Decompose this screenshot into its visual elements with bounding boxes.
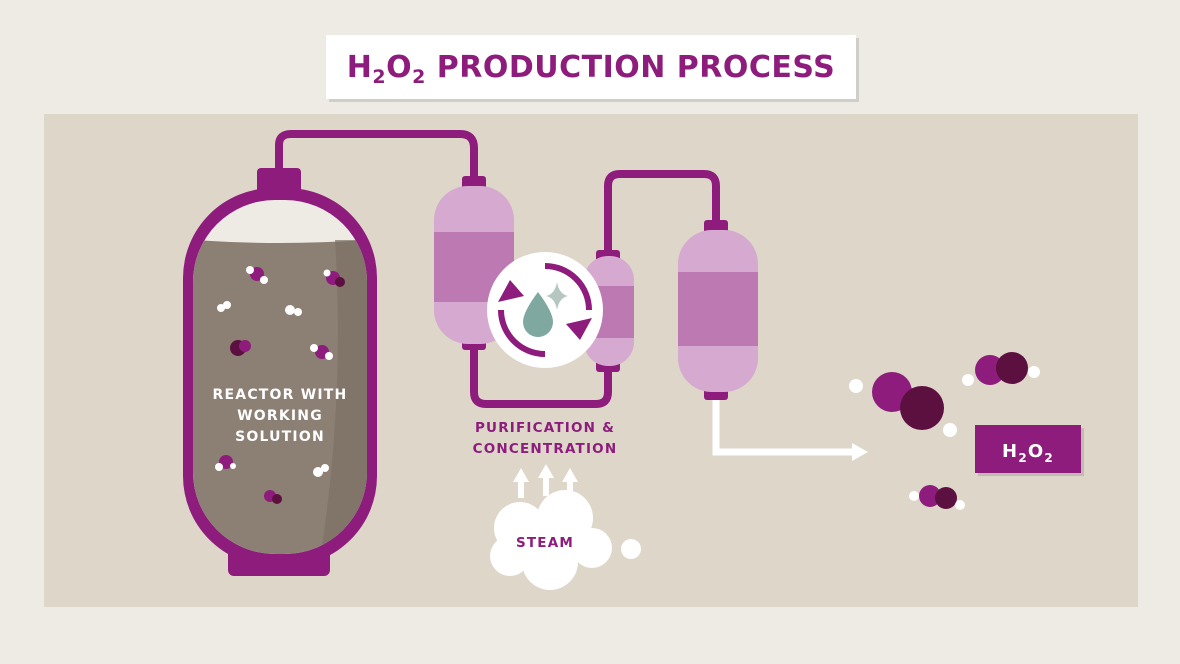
steam-cloud <box>490 464 641 590</box>
product-o: O <box>1028 441 1045 462</box>
reactor-molecules <box>215 266 345 504</box>
product-vessel <box>678 220 758 400</box>
svg-text:H2O2: H2O2 <box>1002 441 1054 465</box>
purification-label-line2: CONCENTRATION <box>473 441 618 457</box>
title-card: H2O2 PRODUCTION PROCESS <box>326 35 856 99</box>
h2o2-molecules <box>849 352 1040 510</box>
pipe-reactor-to-vessel1 <box>275 130 478 182</box>
reactor-label-line1: REACTOR WITH <box>213 387 348 403</box>
product-sub2: 2 <box>1044 451 1054 465</box>
pipe-vessel2-to-vessel3 <box>604 170 720 254</box>
purification-label-line1: PURIFICATION & <box>475 420 615 436</box>
reactor-label-line2: WORKING <box>237 408 323 424</box>
product-label-box: H2O2 <box>975 425 1084 476</box>
recycle-drop-icon <box>487 252 603 368</box>
reactor-tank <box>183 168 377 576</box>
reactor-label-line3: SOLUTION <box>235 429 325 445</box>
product-outlet-arrow <box>712 400 868 461</box>
product-sub1: 2 <box>1018 451 1028 465</box>
pipe-vessel1-to-vessel2 <box>470 345 612 408</box>
product-h: H <box>1002 441 1018 462</box>
title-text: H2O2 PRODUCTION PROCESS <box>346 49 836 88</box>
steam-label: STEAM <box>516 535 574 551</box>
